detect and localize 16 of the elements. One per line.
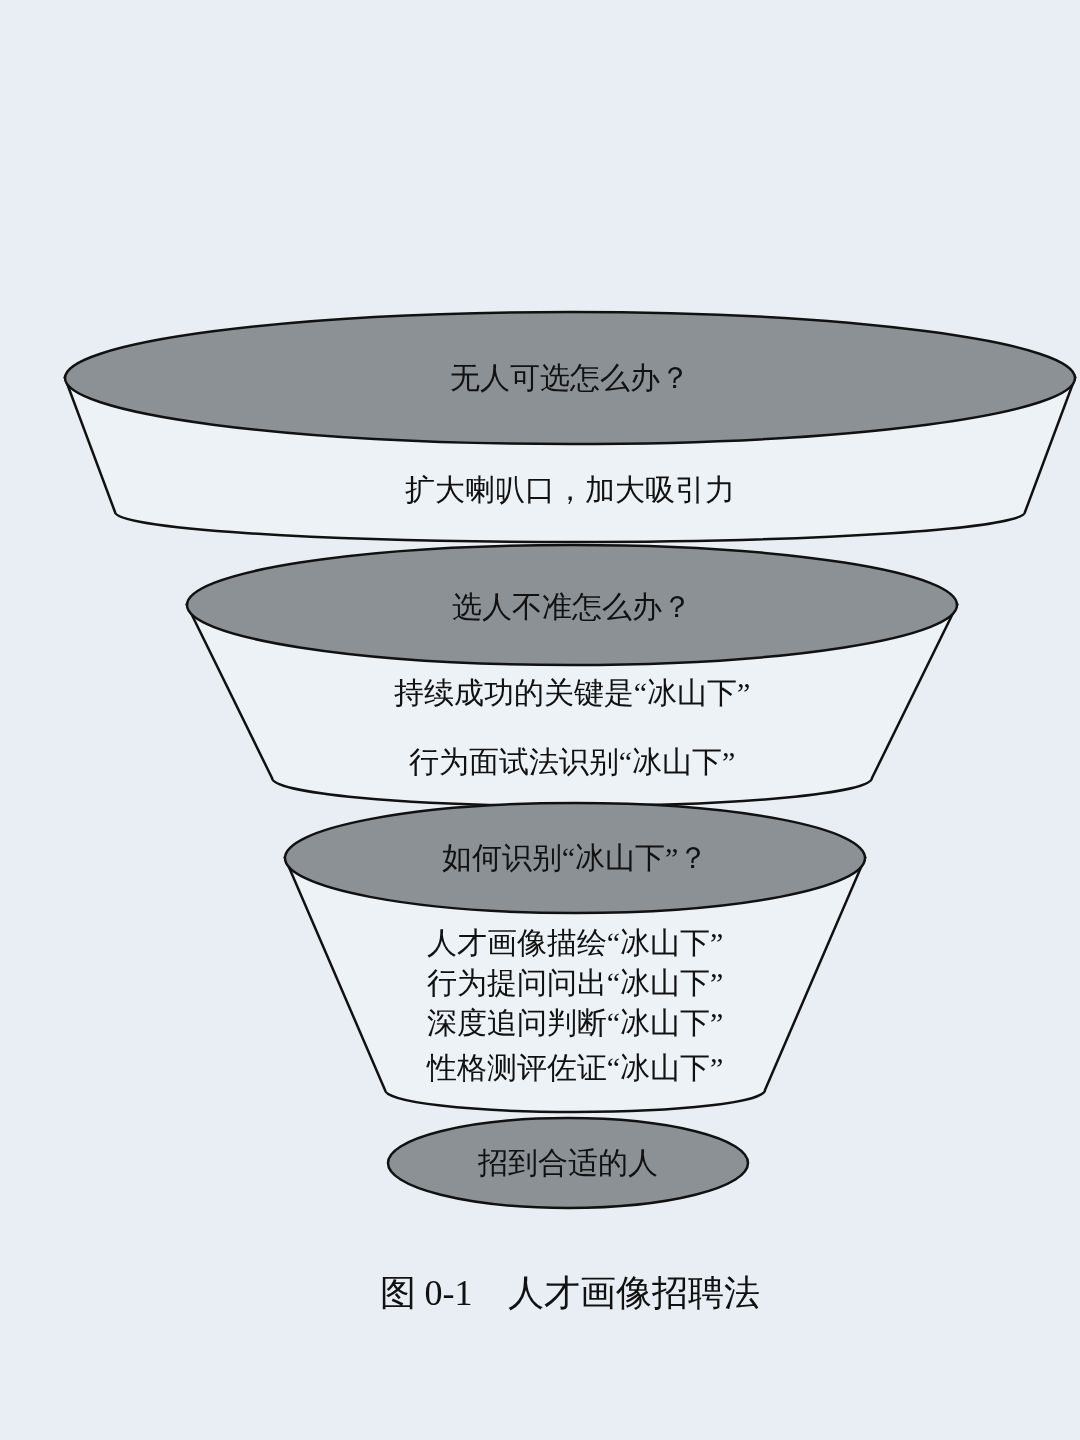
question-text: 选人不准怎么办？ xyxy=(452,589,692,625)
body-text: 行为提问问出“冰山下” xyxy=(426,965,724,1001)
funnel-tier xyxy=(185,543,959,808)
body-text: 人才画像描绘“冰山下” xyxy=(426,925,724,961)
body-text: 行为面试法识别“冰山下” xyxy=(408,744,736,780)
result-ellipse xyxy=(386,1116,750,1210)
body-text: 深度追问判断“冰山下” xyxy=(426,1005,724,1041)
result-text: 招到合适的人 xyxy=(478,1145,658,1181)
funnel-tier xyxy=(63,310,1077,544)
funnel-tier xyxy=(283,801,867,1114)
question-text: 无人可选怎么办？ xyxy=(450,360,690,396)
body-text: 性格测评佐证“冰山下” xyxy=(426,1050,724,1086)
body-text: 扩大喇叭口，加大吸引力 xyxy=(405,472,735,508)
body-text: 持续成功的关键是“冰山下” xyxy=(393,675,751,711)
figure-caption: 图 0-1 人才画像招聘法 xyxy=(379,1272,761,1314)
question-text: 如何识别“冰山下”？ xyxy=(441,840,709,876)
